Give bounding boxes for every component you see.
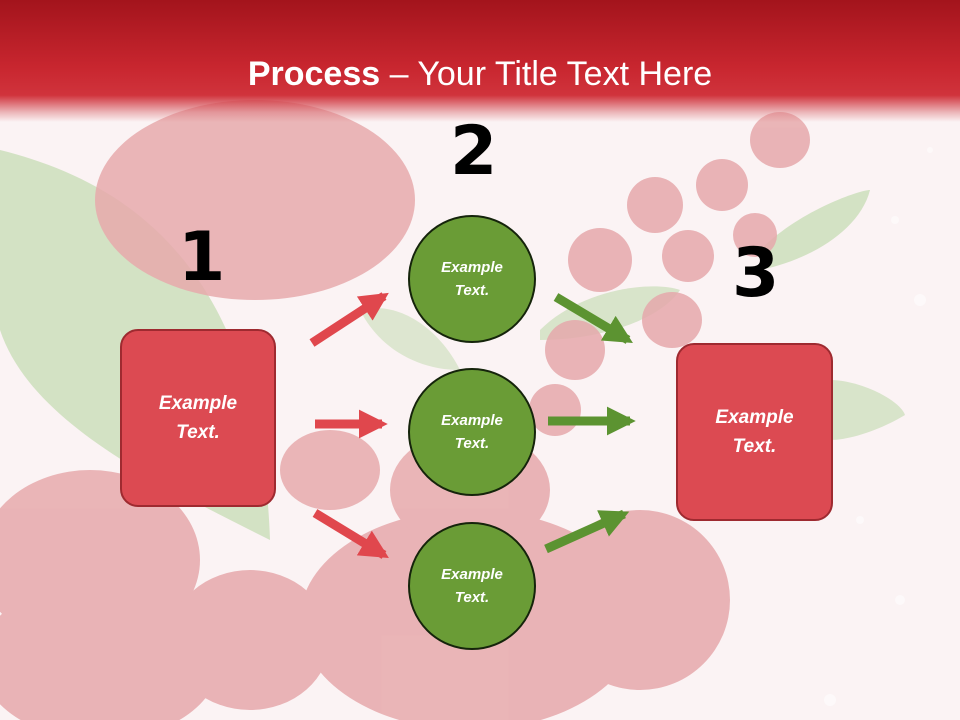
title-bar xyxy=(0,0,960,122)
green-arrow-down xyxy=(553,293,633,344)
circle-middle[interactable]: Example Text. xyxy=(408,368,536,496)
slide-title-rest: – Your Title Text Here xyxy=(380,55,713,93)
slide-title-bold: Process xyxy=(247,55,381,93)
circle-top[interactable]: Example Text. xyxy=(408,215,536,343)
circle-bottom[interactable]: Example Text. xyxy=(408,522,536,650)
left-box[interactable]: Example Text. xyxy=(120,329,276,507)
leaf-top-right xyxy=(760,190,870,270)
step-number-2: 2 xyxy=(450,112,498,191)
green-arrow-up xyxy=(544,509,630,554)
leaf-center xyxy=(360,308,460,370)
right-box[interactable]: Example Text. xyxy=(676,343,833,521)
circle-bottom-text: Example Text. xyxy=(441,566,503,606)
step-number-3: 3 xyxy=(732,234,780,313)
leaf-right xyxy=(830,380,905,440)
step-number-1: 1 xyxy=(178,218,226,297)
left-box-text: Example Text. xyxy=(158,393,238,443)
circle-top-text: Example Text. xyxy=(441,259,503,299)
red-arrow-down xyxy=(312,509,389,559)
right-box-text: Example Text. xyxy=(715,407,794,457)
red-arrow-up xyxy=(309,292,389,347)
circle-middle-text: Example Text. xyxy=(441,412,503,452)
slide-title: Process – Your Title Text Here xyxy=(0,52,960,96)
